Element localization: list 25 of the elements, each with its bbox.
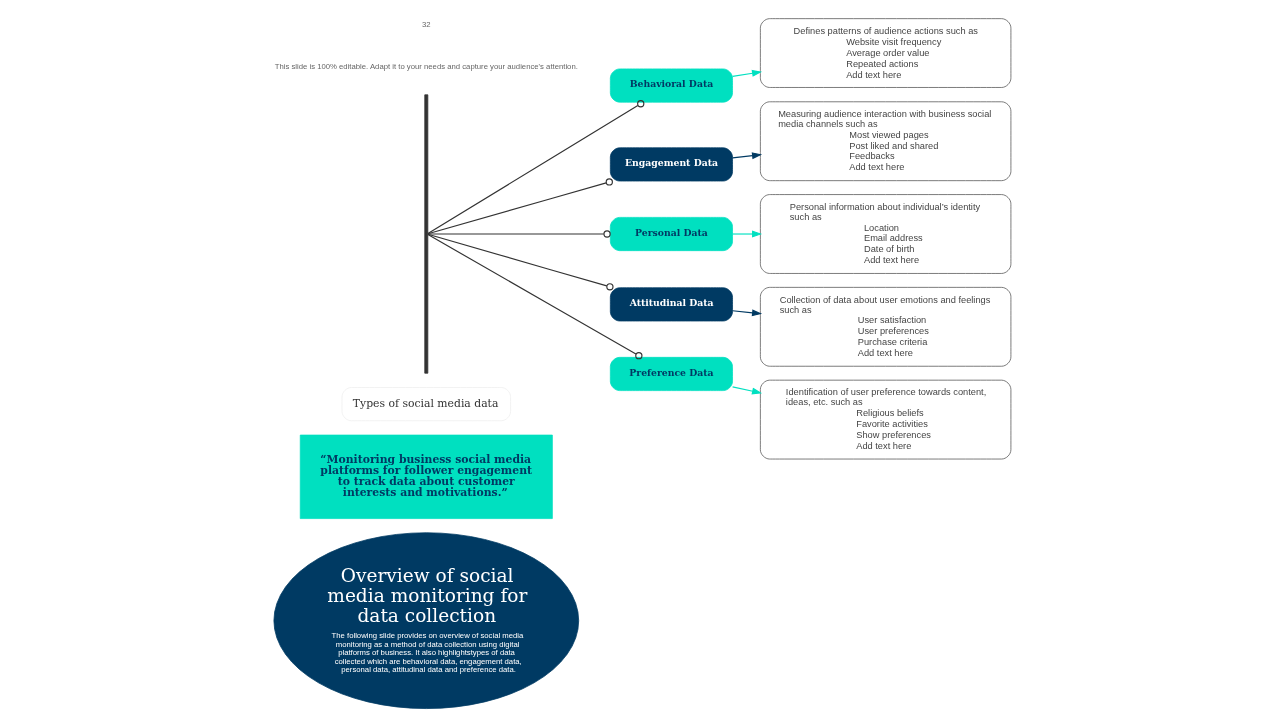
node-box: Personal Data xyxy=(609,217,733,252)
node-box: Preference Data xyxy=(609,356,733,391)
node-box: Attitudinal Data xyxy=(609,287,733,322)
label: This slide is 100% editable. Adapt it to your needs and capture your audience's attention. xyxy=(274,61,578,71)
node-ellipse: Overview of social media monitoring for data collection The following slide provides on overview of social media monitoring as a method of data collection using digital platforms of business. It also highlightstypes of data collected which are behavioral data, engagement data, personal data, attitudinal data and preference data. xyxy=(273,532,579,709)
arrow xyxy=(731,309,762,317)
node-box: Behavioral Data xyxy=(609,68,733,103)
connector xyxy=(426,233,614,291)
node-box: Personal information about individual’s identity such as Location Email address Date of birth Add text here xyxy=(759,194,1011,274)
connector xyxy=(426,230,611,238)
node-box: “Monitoring business social media platforms for follower engagement to track data about customer interests and motivations.” xyxy=(299,434,553,519)
node-box: Identification of user preference towards content, ideas, etc. such as Religious beliefs Favorite activities Show preferences Add text here xyxy=(759,379,1011,460)
arrow xyxy=(731,152,762,160)
label: 32 xyxy=(421,20,431,30)
node-box: Measuring audience interaction with business social media channels such as Most viewed pages Post liked and shared Feedbacks Add text here xyxy=(759,101,1011,182)
arrow xyxy=(731,69,762,77)
arrow xyxy=(731,386,762,395)
connector xyxy=(426,100,644,235)
node-box: Engagement Data xyxy=(609,147,733,182)
node-box: Defines patterns of audience actions such as Website visit frequency Average order value Repeated actions Add text here xyxy=(759,18,1011,88)
node-bar xyxy=(423,94,428,374)
connector xyxy=(426,178,613,235)
node-box: Collection of data about user emotions and feelings such as User satisfaction User preferences Purchase criteria Add text here xyxy=(759,287,1011,367)
arrow xyxy=(731,230,762,238)
connector xyxy=(426,233,643,360)
